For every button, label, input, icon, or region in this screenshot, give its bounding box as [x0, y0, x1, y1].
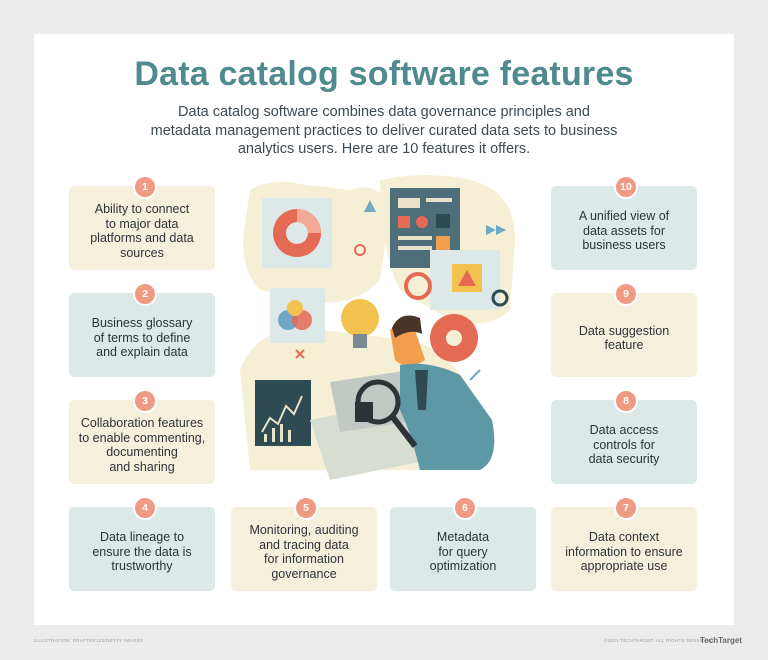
analyst-with-magnifier-illustration	[240, 175, 515, 480]
page-subtitle: Data catalog software combines data gove…	[150, 104, 618, 157]
feature-text-1: Ability to connect to major data platfor…	[90, 202, 194, 260]
techtarget-logo: TechTarget	[700, 636, 742, 645]
feature-text-9: Data suggestion feature	[578, 323, 670, 353]
feature-number-3: 3	[133, 389, 157, 413]
feature-number-7: 7	[614, 496, 638, 520]
feature-number-4: 4	[133, 496, 157, 520]
feature-text-6: Metadata for query optimization	[429, 530, 497, 574]
feature-text-10: A unified view of data assets for busine…	[578, 209, 670, 253]
feature-number-1: 1	[133, 175, 157, 199]
feature-box-3: Collaboration features to enable comment…	[69, 400, 215, 484]
feature-box-6: Metadata for query optimization	[390, 507, 536, 591]
feature-box-9: Data suggestion feature	[551, 293, 697, 377]
feature-number-6: 6	[453, 496, 477, 520]
feature-box-5: Monitoring, auditing and tracing data fo…	[231, 507, 377, 591]
feature-text-2: Business glossary of terms to define and…	[91, 316, 193, 360]
copyright-text: ©2021 TECHTARGET. ALL RIGHTS RESERVED.	[604, 638, 716, 643]
feature-box-8: Data access controls for data security	[551, 400, 697, 484]
feature-number-8: 8	[614, 389, 638, 413]
feature-number-9: 9	[614, 282, 638, 306]
page-title: Data catalog software features	[134, 55, 634, 93]
feature-number-2: 2	[133, 282, 157, 306]
feature-number-5: 5	[294, 496, 318, 520]
feature-text-3: Collaboration features to enable comment…	[78, 416, 206, 474]
feature-box-1: Ability to connect to major data platfor…	[69, 186, 215, 270]
feature-text-8: Data access controls for data security	[588, 423, 660, 467]
feature-number-10: 10	[614, 175, 638, 199]
feature-box-10: A unified view of data assets for busine…	[551, 186, 697, 270]
feature-text-5: Monitoring, auditing and tracing data fo…	[249, 523, 359, 581]
illustration-credit: ILLUSTRATION: DRAFTER123/GETTY IMAGES	[34, 638, 144, 643]
feature-box-7: Data context information to ensure appro…	[551, 507, 697, 591]
feature-box-4: Data lineage to ensure the data is trust…	[69, 507, 215, 591]
feature-text-4: Data lineage to ensure the data is trust…	[92, 530, 192, 574]
feature-box-2: Business glossary of terms to define and…	[69, 293, 215, 377]
feature-text-7: Data context information to ensure appro…	[565, 530, 683, 574]
